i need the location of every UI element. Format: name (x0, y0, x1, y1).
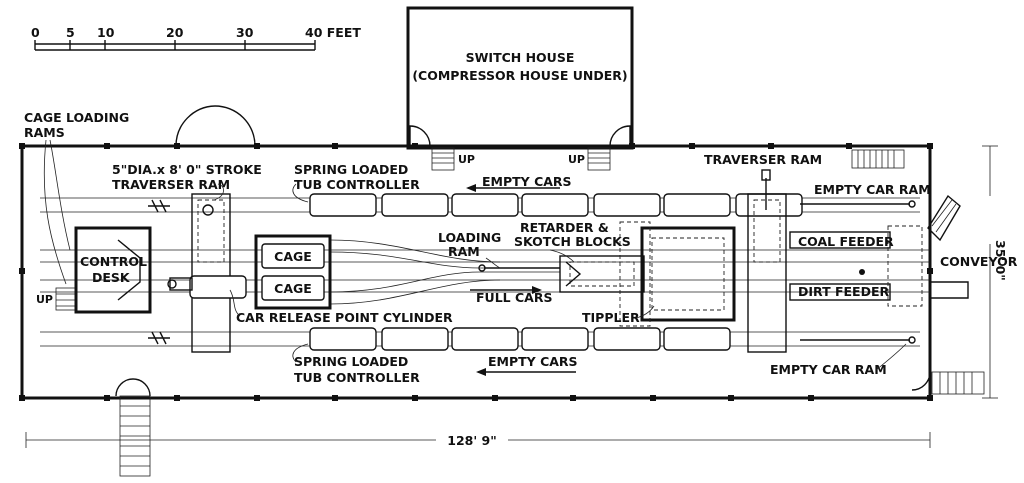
label-empty-cars-bottom: EMPTY CARS (488, 354, 578, 369)
control-desk-label-1: CONTROL (80, 254, 147, 269)
label-cage-loading-1: CAGE LOADING (24, 110, 129, 125)
scale-tick-5: 5 (66, 25, 75, 40)
label-coal-feeder: COAL FEEDER (798, 234, 894, 249)
label-empty-cars-top: EMPTY CARS (482, 174, 572, 189)
label-traverser-ram-left-1: 5"DIA.x 8' 0" STROKE (112, 162, 262, 177)
label-spring-top-2: TUB CONTROLLER (294, 177, 420, 192)
up-label-left: UP (36, 293, 53, 306)
tippler (619, 221, 736, 327)
label-loading-2: RAM (448, 244, 480, 259)
label-loading-1: LOADING (438, 230, 501, 245)
cage-label-upper: CAGE (274, 249, 312, 264)
building-outline (19, 143, 933, 401)
conveyor (927, 194, 969, 299)
switch-house: SWITCH HOUSE (COMPRESSOR HOUSE UNDER) UP… (406, 6, 634, 171)
scale-tick-30: 30 (236, 25, 254, 40)
label-retarder-1: RETARDER & (520, 220, 609, 235)
label-empty-car-ram-bottom: EMPTY CAR RAM (770, 362, 887, 377)
cage-label-lower: CAGE (274, 281, 312, 296)
label-conveyor: CONVEYOR (940, 254, 1018, 269)
label-empty-car-ram-top: EMPTY CAR RAM (814, 182, 931, 197)
diagram-labels: CAGE LOADING RAMS 5"DIA.x 8' 0" STROKE T… (24, 110, 1018, 385)
scale-tick-0: 0 (31, 25, 40, 40)
label-car-release: CAR RELEASE POINT CYLINDER (236, 310, 453, 325)
label-full-cars: FULL CARS (476, 290, 552, 305)
control-desk-label-2: DESK (92, 270, 131, 285)
right-traverser (747, 169, 787, 353)
label-spring-bottom-2: TUB CONTROLLER (294, 370, 420, 385)
label-traverser-ram-left-2: TRAVERSER RAM (112, 177, 230, 192)
dimensions: 128' 9" 35' 0" (25, 145, 1008, 448)
label-traverser-ram-right: TRAVERSER RAM (704, 152, 822, 167)
scale-tick-10: 10 (97, 25, 115, 40)
rams (148, 199, 916, 345)
switch-house-subtitle: (COMPRESSOR HOUSE UNDER) (412, 68, 627, 83)
empty-cars-top-row (309, 193, 803, 217)
scale-tick-20: 20 (166, 25, 184, 40)
overall-length-dimension: 128' 9" (447, 433, 496, 448)
scale-tick-40: 40 FEET (305, 25, 361, 40)
left-traverser (189, 193, 247, 353)
label-tippler: TIPPLER (582, 310, 640, 325)
label-cage-loading-2: RAMS (24, 125, 65, 140)
entry-doors: UP (36, 105, 985, 477)
cage: CAGE CAGE (254, 234, 332, 310)
label-spring-top-1: SPRING LOADED (294, 162, 408, 177)
switch-house-title: SWITCH HOUSE (466, 50, 575, 65)
control-desk: CONTROL DESK (74, 226, 152, 314)
scale-bar: 0 5 10 20 30 40 FEET (31, 25, 361, 51)
up-label-switch-left: UP (458, 153, 475, 166)
overall-width-dimension: 35' 0" (993, 240, 1008, 281)
direction-arrows (466, 184, 576, 376)
feeders (789, 225, 923, 307)
label-dirt-feeder: DIRT FEEDER (798, 284, 890, 299)
empty-cars-bottom-row (309, 327, 731, 351)
label-retarder-2: SKOTCH BLOCKS (514, 234, 631, 249)
label-spring-bottom-1: SPRING LOADED (294, 354, 408, 369)
rail-tracks (40, 197, 930, 347)
up-label-switch-right: UP (568, 153, 585, 166)
retarder-skotch-blocks (559, 255, 645, 293)
